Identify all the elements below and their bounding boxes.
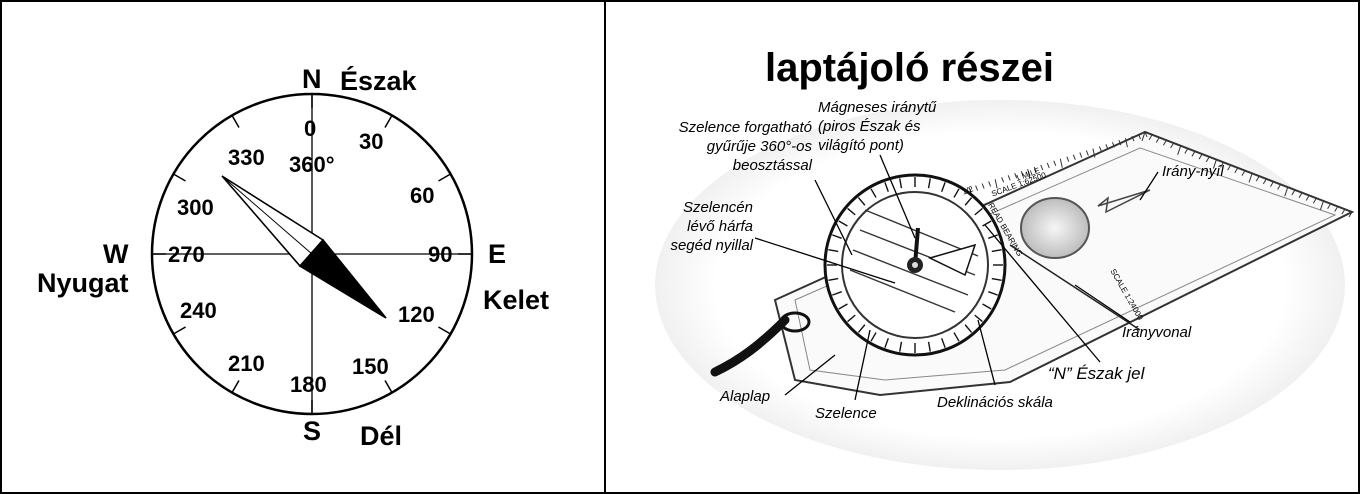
label-housing-lines: Szelencén lévő hárfa segéd nyillal	[625, 198, 753, 255]
label-direction-arrow: Irány-nyíl	[1162, 162, 1224, 181]
magnifier-lens	[1021, 198, 1089, 258]
deg-90: 90	[428, 242, 452, 268]
deg-330: 330	[228, 145, 265, 171]
name-south: Dél	[360, 421, 402, 452]
name-west: Nyugat	[37, 268, 129, 299]
name-east: Kelet	[483, 285, 549, 316]
deg-360: 360°	[289, 152, 335, 178]
deg-30: 30	[359, 129, 383, 155]
deg-120: 120	[398, 302, 435, 328]
label-housing: Szelence	[815, 404, 877, 423]
label-north-mark: “N” Észak jel	[1048, 364, 1144, 383]
label-magnetic-needle: Mágneses iránytű (piros Észak és világít…	[818, 98, 936, 155]
label-bezel-ring: Szelence forgatható gyűrűje 360°-os beos…	[640, 118, 812, 175]
name-north: Észak	[340, 66, 417, 97]
cardinal-n: N	[302, 64, 322, 95]
deg-270: 270	[168, 242, 205, 268]
label-declination-scale: Deklinációs skála	[937, 393, 1053, 412]
deg-60: 60	[410, 183, 434, 209]
label-direction-line: Irányvonal	[1122, 323, 1191, 342]
diagram-title: laptájoló részei	[765, 46, 1054, 91]
label-baseplate: Alaplap	[720, 387, 770, 406]
cardinal-w: W	[103, 239, 128, 270]
deg-300: 300	[177, 195, 214, 221]
needle-pivot-center	[912, 262, 918, 268]
deg-210: 210	[228, 351, 265, 377]
deg-0: 0	[304, 116, 316, 142]
deg-150: 150	[352, 354, 389, 380]
cardinal-s: S	[303, 416, 321, 447]
deg-240: 240	[180, 298, 217, 324]
deg-180: 180	[290, 372, 327, 398]
cardinal-e: E	[488, 239, 506, 270]
